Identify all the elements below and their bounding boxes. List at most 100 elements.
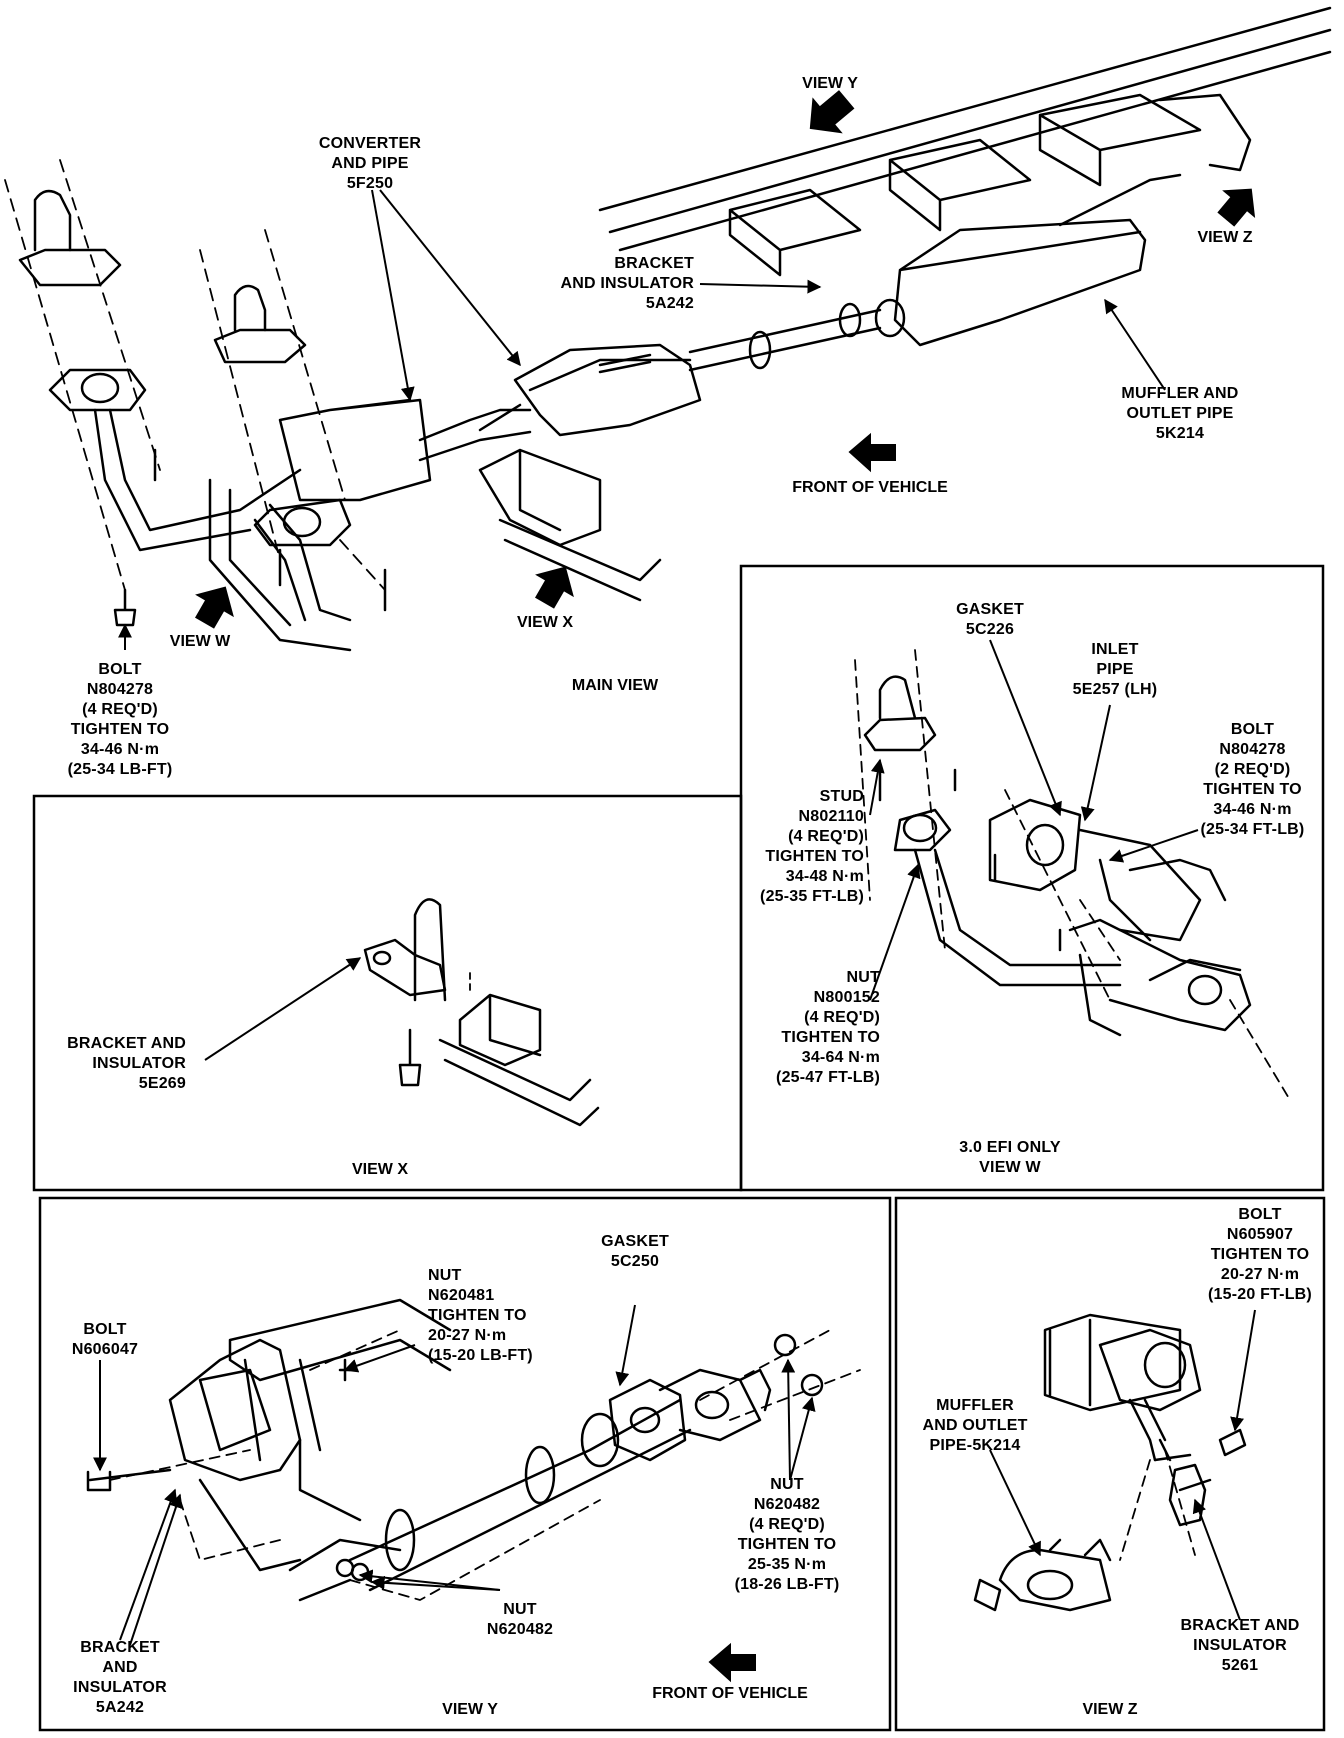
view-w-caption-line2: VIEW W [979, 1159, 1041, 1176]
nut-w-line4: TIGHTEN TO [781, 1029, 880, 1046]
muffler-main-line1: MUFFLER AND [1121, 385, 1239, 402]
view-z-drawing [973, 1313, 1247, 1612]
stud-w-line1: STUD [819, 788, 864, 805]
converter-label: CONVERTER AND PIPE 5F250 [305, 134, 435, 194]
view-w-arrow-icon [194, 586, 234, 629]
view-y-panel [38, 1196, 892, 1732]
bolt-y-line1: BOLT [83, 1321, 127, 1338]
cross-member-3 [1038, 93, 1202, 187]
inlet-pipe-label: INLET PIPE 5E257 (LH) [1055, 640, 1175, 700]
main-view-drawing [4, 6, 1332, 652]
bolt-y-line2: N606047 [71, 1341, 139, 1358]
bolt-w-line6: (25-34 FT-LB) [1200, 821, 1305, 838]
bracket-y-line2: AND [102, 1659, 138, 1676]
view-z-panel [894, 1196, 1326, 1732]
bracket-y-line4: 5A242 [95, 1699, 145, 1716]
bracket-x-line1: BRACKET AND [67, 1035, 186, 1052]
bolt-z-line5: (15-20 FT-LB) [1208, 1286, 1312, 1303]
view-y-caption: VIEW Y [442, 1701, 498, 1718]
bolt-n605907-label: BOLT N605907 TIGHTEN TO 20-27 N·m (15-20… [1190, 1205, 1330, 1305]
nut-right-line5: 25-35 N·m [747, 1556, 827, 1573]
view-z-caption: VIEW Z [1082, 1701, 1138, 1718]
muffler-z-label: MUFFLER AND OUTLET PIPE-5K214 [905, 1396, 1045, 1456]
bracket-5e269-main [478, 448, 602, 547]
view-x-leader [204, 957, 362, 1061]
nut-top-line4: 20-27 N·m [428, 1327, 507, 1344]
stud-w-line2: N802110 [798, 808, 864, 825]
bolt-w-line5: 34-46 N·m [1213, 801, 1292, 818]
view-w-caption-line1: 3.0 EFI ONLY [959, 1139, 1061, 1156]
nut-w-line2: N800152 [813, 989, 880, 1006]
cross-member-1 [728, 188, 862, 277]
bolt-w-line3: (2 REQ'D) [1214, 761, 1291, 778]
view-x-drawing [363, 898, 600, 1127]
bolt-main-line1: BOLT [98, 661, 142, 678]
view-x-caption: VIEW X [351, 1161, 408, 1178]
rear-hanger [1158, 93, 1252, 172]
view-z-leaders [989, 1309, 1256, 1621]
main-view-leaders [118, 189, 1166, 650]
converter-label-line2: AND PIPE [331, 155, 409, 172]
front-of-vehicle-y-label: FRONT OF VEHICLE [652, 1685, 808, 1702]
stud-w-line6: (25-35 FT-LB) [760, 888, 864, 905]
bolt-z-line3: TIGHTEN TO [1210, 1246, 1310, 1263]
intermediate-pipe [688, 308, 882, 372]
bracket-main-line1: BRACKET [614, 255, 694, 272]
nut-top-line1: NUT [428, 1267, 462, 1284]
nut-bottom-line1: NUT [503, 1601, 537, 1618]
nut-n620481-label: NUT N620481 TIGHTEN TO 20-27 N·m (15-20 … [428, 1266, 578, 1366]
view-z-arrow-icon [1217, 188, 1256, 227]
bolt-w-line4: TIGHTEN TO [1203, 781, 1302, 798]
nut-n620482-right-label: NUT N620482 (4 REQ'D) TIGHTEN TO 25-35 N… [712, 1475, 862, 1595]
bolt-main-line2: N804278 [86, 681, 154, 698]
converter-label-line3: 5F250 [346, 175, 394, 192]
view-w-caption: 3.0 EFI ONLY VIEW W [930, 1138, 1090, 1178]
bracket-5261-label: BRACKET AND INSULATOR 5261 [1170, 1616, 1310, 1676]
gasket-w-line1: GASKET [956, 601, 1024, 618]
bolt-main-line3: (4 REQ'D) [82, 701, 158, 718]
bracket-z-line2: INSULATOR [1193, 1637, 1287, 1654]
bolt-main-left [113, 588, 137, 627]
muffler-main-line2: OUTLET PIPE [1126, 405, 1234, 422]
gasket-w-line2: 5C226 [965, 621, 1015, 638]
gasket-y-line1: GASKET [601, 1233, 669, 1250]
nut-right-line3: (4 REQ'D) [749, 1516, 825, 1533]
view-x-panel [32, 794, 743, 1192]
bracket-x-line2: INSULATOR [92, 1055, 186, 1072]
view-z-arrow-label: VIEW Z [1197, 229, 1253, 246]
nut-right-line1: NUT [770, 1476, 804, 1493]
gasket-5c250-label: GASKET 5C250 [580, 1232, 690, 1272]
view-y-arrow-icon [809, 90, 855, 134]
bolt-z-line1: BOLT [1238, 1206, 1282, 1223]
gasket-5c226-label: GASKET 5C226 [930, 600, 1050, 640]
nut-w-line1: NUT [846, 969, 880, 986]
gasket-y-line2: 5C250 [610, 1253, 660, 1270]
bracket-5a242-y-label: BRACKET AND INSULATOR 5A242 [55, 1638, 185, 1718]
inlet-w-line2: PIPE [1096, 661, 1134, 678]
nut-bottom-line2: N620482 [486, 1621, 554, 1638]
stud-w-line5: 34-48 N·m [785, 868, 864, 885]
bracket-y-line3: INSULATOR [73, 1679, 167, 1696]
bracket-5a242-main-label: BRACKET AND INSULATOR 5A242 [560, 254, 694, 314]
bolt-w-line2: N804278 [1219, 741, 1286, 758]
front-arrow-view-y-icon [708, 1642, 756, 1683]
nut-w-label: NUT N800152 (4 REQ'D) TIGHTEN TO 34-64 N… [742, 968, 880, 1088]
front-of-vehicle-main-label: FRONT OF VEHICLE [792, 479, 948, 496]
bracket-main-line2: AND INSULATOR [560, 275, 694, 292]
muffler-z-line3: PIPE-5K214 [929, 1437, 1021, 1454]
muffler [893, 218, 1147, 347]
view-y-leaders [93, 1304, 816, 1646]
view-w-leaders [869, 639, 1199, 1001]
nut-w-line3: (4 REQ'D) [804, 1009, 880, 1026]
converter-label-line1: CONVERTER [318, 135, 422, 152]
nut-w-line6: (25-47 FT-LB) [776, 1069, 880, 1086]
stud-w-line4: TIGHTEN TO [765, 848, 864, 865]
right-inlet-pipe [278, 398, 432, 502]
bracket-5e269-label: BRACKET AND INSULATOR 5E269 [40, 1034, 186, 1094]
bracket-y-line1: BRACKET [80, 1639, 160, 1656]
nut-n620482-bottom-label: NUT N620482 [465, 1600, 575, 1640]
bolt-main-line6: (25-34 LB-FT) [67, 761, 173, 778]
bolt-w-line1: BOLT [1230, 721, 1275, 738]
nut-right-line6: (18-26 LB-FT) [734, 1576, 840, 1593]
left-flange-port [80, 372, 120, 404]
